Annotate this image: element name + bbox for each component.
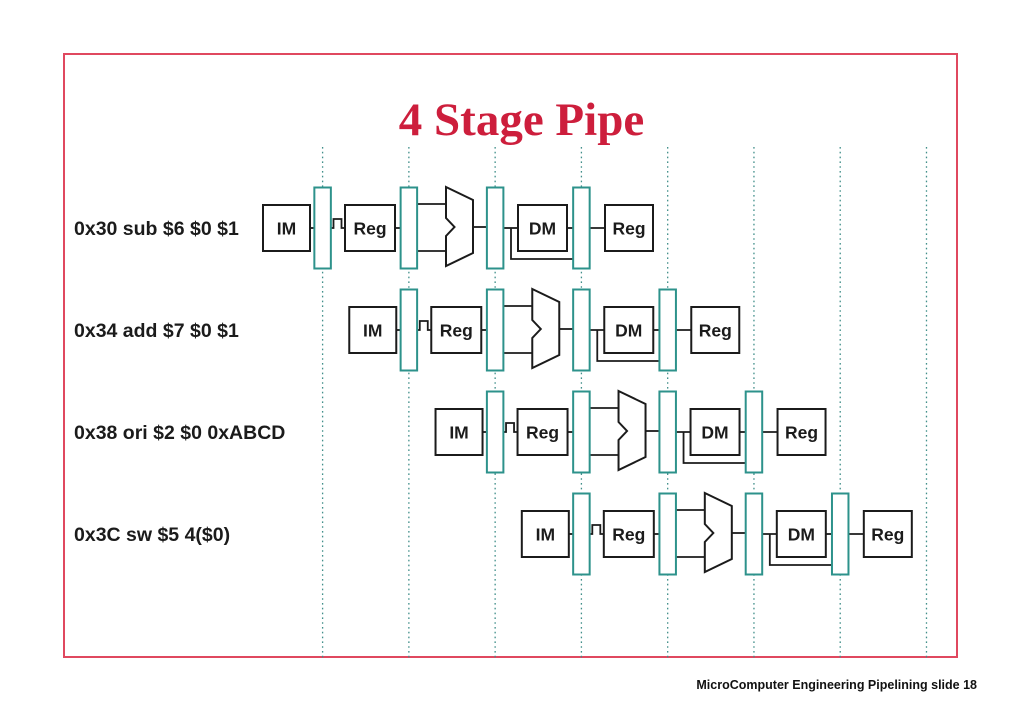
pipeline-register: [399, 288, 419, 372]
pipeline-register: [658, 390, 677, 474]
pipeline-register: [399, 186, 419, 270]
reg-read-box: [516, 408, 569, 456]
pipeline-register: [485, 186, 505, 270]
pipeline-register: [658, 288, 677, 372]
slide-border: [63, 53, 958, 658]
dm-box: [603, 306, 655, 354]
pipeline-register: [485, 288, 505, 372]
pipeline-register: [658, 492, 677, 576]
reg-write-box-label: Reg: [871, 525, 904, 545]
alu-shape: [531, 287, 561, 370]
pipeline-register: [830, 492, 850, 576]
reg-write-box-label: Reg: [699, 321, 732, 341]
pipeline-register: [572, 288, 591, 372]
dm-box-label: DM: [615, 321, 642, 341]
reg-write-box: [690, 306, 741, 354]
pipeline-register: [313, 186, 332, 270]
im-box: [348, 306, 398, 354]
dm-box: [775, 510, 827, 558]
im-box: [434, 408, 484, 456]
reg-read-box-label: Reg: [353, 219, 386, 239]
im-box-label: IM: [449, 423, 468, 443]
alu-shape: [445, 185, 474, 268]
reg-write-box-label: Reg: [612, 219, 645, 239]
dm-box-label: DM: [788, 525, 815, 545]
reg-read-box-label: Reg: [440, 321, 473, 341]
reg-write-box-label: Reg: [785, 423, 818, 443]
reg-read-box: [430, 306, 483, 354]
reg-write-box: [604, 204, 654, 252]
pipeline-register: [485, 390, 505, 474]
instruction-label: 0x3C sw $5 4($0): [74, 524, 230, 546]
im-box-label: IM: [536, 525, 555, 545]
wire-clock-notch: [417, 320, 432, 331]
slide-footer: MicroComputer Engineering Pipelining sli…: [696, 678, 977, 692]
wire-clock-notch: [589, 524, 604, 535]
reg-write-box: [862, 510, 913, 558]
instruction-label: 0x34 add $7 $0 $1: [74, 320, 239, 342]
instruction-label: 0x30 sub $6 $0 $1: [74, 218, 239, 240]
im-box: [520, 510, 570, 558]
pipeline-register: [744, 492, 764, 576]
slide-title: 4 Stage Pipe: [398, 94, 645, 146]
dm-box-label: DM: [701, 423, 728, 443]
im-box-label: IM: [363, 321, 382, 341]
wire-clock-notch: [331, 218, 345, 229]
pipeline-register: [572, 492, 591, 576]
alu-shape: [703, 491, 733, 574]
wire-clock-notch: [503, 422, 518, 433]
reg-read-box-label: Reg: [526, 423, 559, 443]
reg-read-box-label: Reg: [612, 525, 645, 545]
reg-read-box: [344, 204, 396, 252]
reg-read-box: [602, 510, 655, 558]
instruction-label: 0x38 ori $2 $0 0xABCD: [74, 422, 285, 444]
dm-box: [689, 408, 741, 456]
dm-box: [517, 204, 568, 252]
reg-write-box: [776, 408, 827, 456]
alu-shape: [617, 389, 647, 472]
pipeline-register: [572, 390, 591, 474]
pipeline-register: [572, 186, 591, 270]
im-box-label: IM: [277, 219, 296, 239]
dm-box-label: DM: [529, 219, 556, 239]
pipeline-register: [744, 390, 764, 474]
im-box: [262, 204, 311, 252]
